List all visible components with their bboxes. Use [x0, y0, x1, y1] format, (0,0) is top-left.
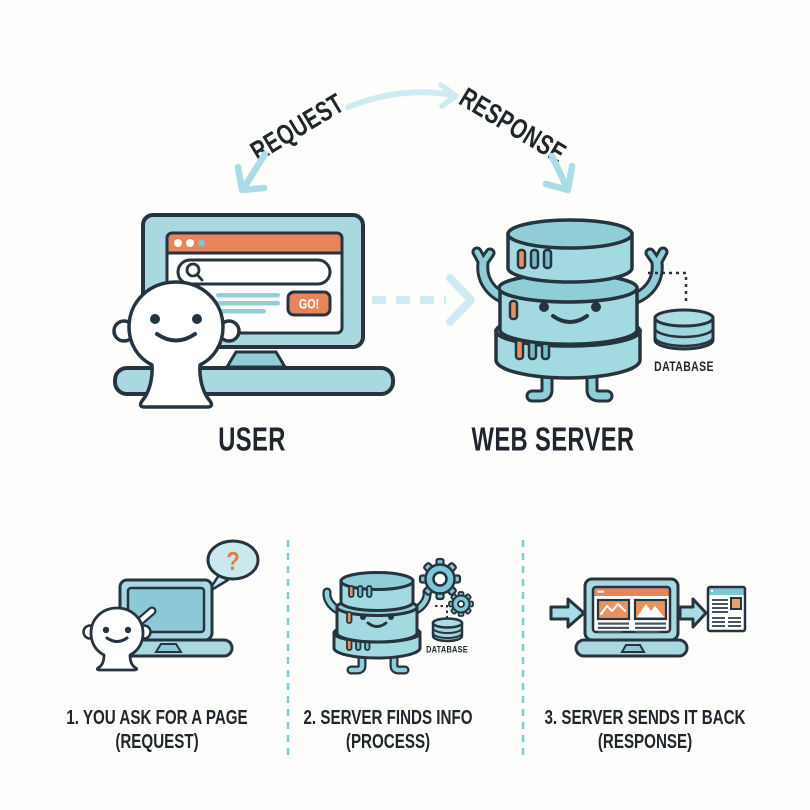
- mini-user-character: [82, 606, 157, 672]
- step-1-title: 1. YOU ASK FOR A PAGE: [66, 706, 247, 729]
- step-3-subtitle: (RESPONSE): [598, 730, 692, 753]
- step-1-subtitle: (REQUEST): [115, 730, 198, 753]
- svg-text:2. SERVER FINDS INFO: 2. SERVER FINDS INFO: [304, 706, 473, 729]
- page-text-lines: [216, 293, 280, 314]
- svg-text:3. SERVER SENDS IT BACK: 3. SERVER SENDS IT BACK: [544, 706, 745, 729]
- smile: [155, 332, 197, 343]
- gear-icon: [418, 557, 462, 601]
- step-2-subtitle: (PROCESS): [346, 730, 430, 753]
- database-icon: [653, 308, 715, 351]
- window-dot: [198, 239, 205, 247]
- svg-text:WEB SERVER: WEB SERVER: [472, 422, 635, 459]
- mini-database-label: DATABASE: [426, 643, 468, 654]
- step-2-title: 2. SERVER FINDS INFO: [304, 706, 473, 729]
- arrow-right-icon: [549, 597, 586, 629]
- svg-text:DATABASE: DATABASE: [654, 358, 714, 374]
- step-2-illustration: DATABASE: [322, 557, 474, 675]
- response-arrow-icon: [542, 152, 576, 194]
- laptop-hinge: [224, 350, 288, 369]
- eye: [591, 302, 601, 312]
- question-bubble: [206, 539, 260, 581]
- gear-icon-small: [448, 591, 474, 617]
- search-input[interactable]: [176, 258, 332, 286]
- svg-text:USER: USER: [218, 422, 285, 459]
- svg-text:1. YOU ASK FOR A PAGE: 1. YOU ASK FOR A PAGE: [66, 706, 247, 729]
- step-1-illustration: ?: [82, 539, 260, 672]
- server-slots: [516, 248, 553, 270]
- window-dot: [174, 239, 182, 247]
- server-slot: [508, 299, 519, 321]
- user-character: [112, 280, 241, 409]
- arrow-right-icon: [678, 597, 708, 629]
- user-label: USER: [218, 422, 285, 459]
- database-connector: [648, 271, 688, 304]
- browser-titlebar: [167, 233, 342, 253]
- eye: [539, 302, 549, 312]
- server-character: [471, 218, 669, 403]
- question-mark: ?: [226, 547, 239, 576]
- go-button[interactable]: [286, 290, 332, 317]
- mini-database-icon: [431, 617, 464, 643]
- server-legs: [525, 365, 614, 403]
- eye: [150, 314, 160, 324]
- document-icon: [706, 585, 747, 633]
- arc-arrowhead-icon: [438, 82, 459, 109]
- window-dot: [186, 239, 194, 247]
- request-arrow-icon: [234, 150, 269, 194]
- request-response-arc: REQUEST RESPONSE: [234, 82, 576, 194]
- svg-text:(RESPONSE): (RESPONSE): [598, 730, 692, 753]
- eye: [192, 314, 202, 324]
- svg-text:(REQUEST): (REQUEST): [115, 730, 198, 753]
- step-3-title: 3. SERVER SENDS IT BACK: [544, 706, 745, 729]
- search-icon: [185, 262, 204, 282]
- mini-laptop-webpage: [574, 577, 689, 658]
- mini-database-connector: [435, 605, 448, 618]
- svg-text:(PROCESS): (PROCESS): [346, 730, 430, 753]
- database-label: DATABASE: [654, 358, 714, 374]
- smile: [551, 314, 589, 324]
- step-3-illustration: [549, 577, 747, 658]
- arc-arrow: [345, 89, 455, 110]
- svg-text:DATABASE: DATABASE: [426, 643, 468, 654]
- go-button-label: GO!: [299, 297, 319, 312]
- web-server-label: WEB SERVER: [472, 422, 635, 459]
- request-flow-arrow-icon: [372, 274, 475, 326]
